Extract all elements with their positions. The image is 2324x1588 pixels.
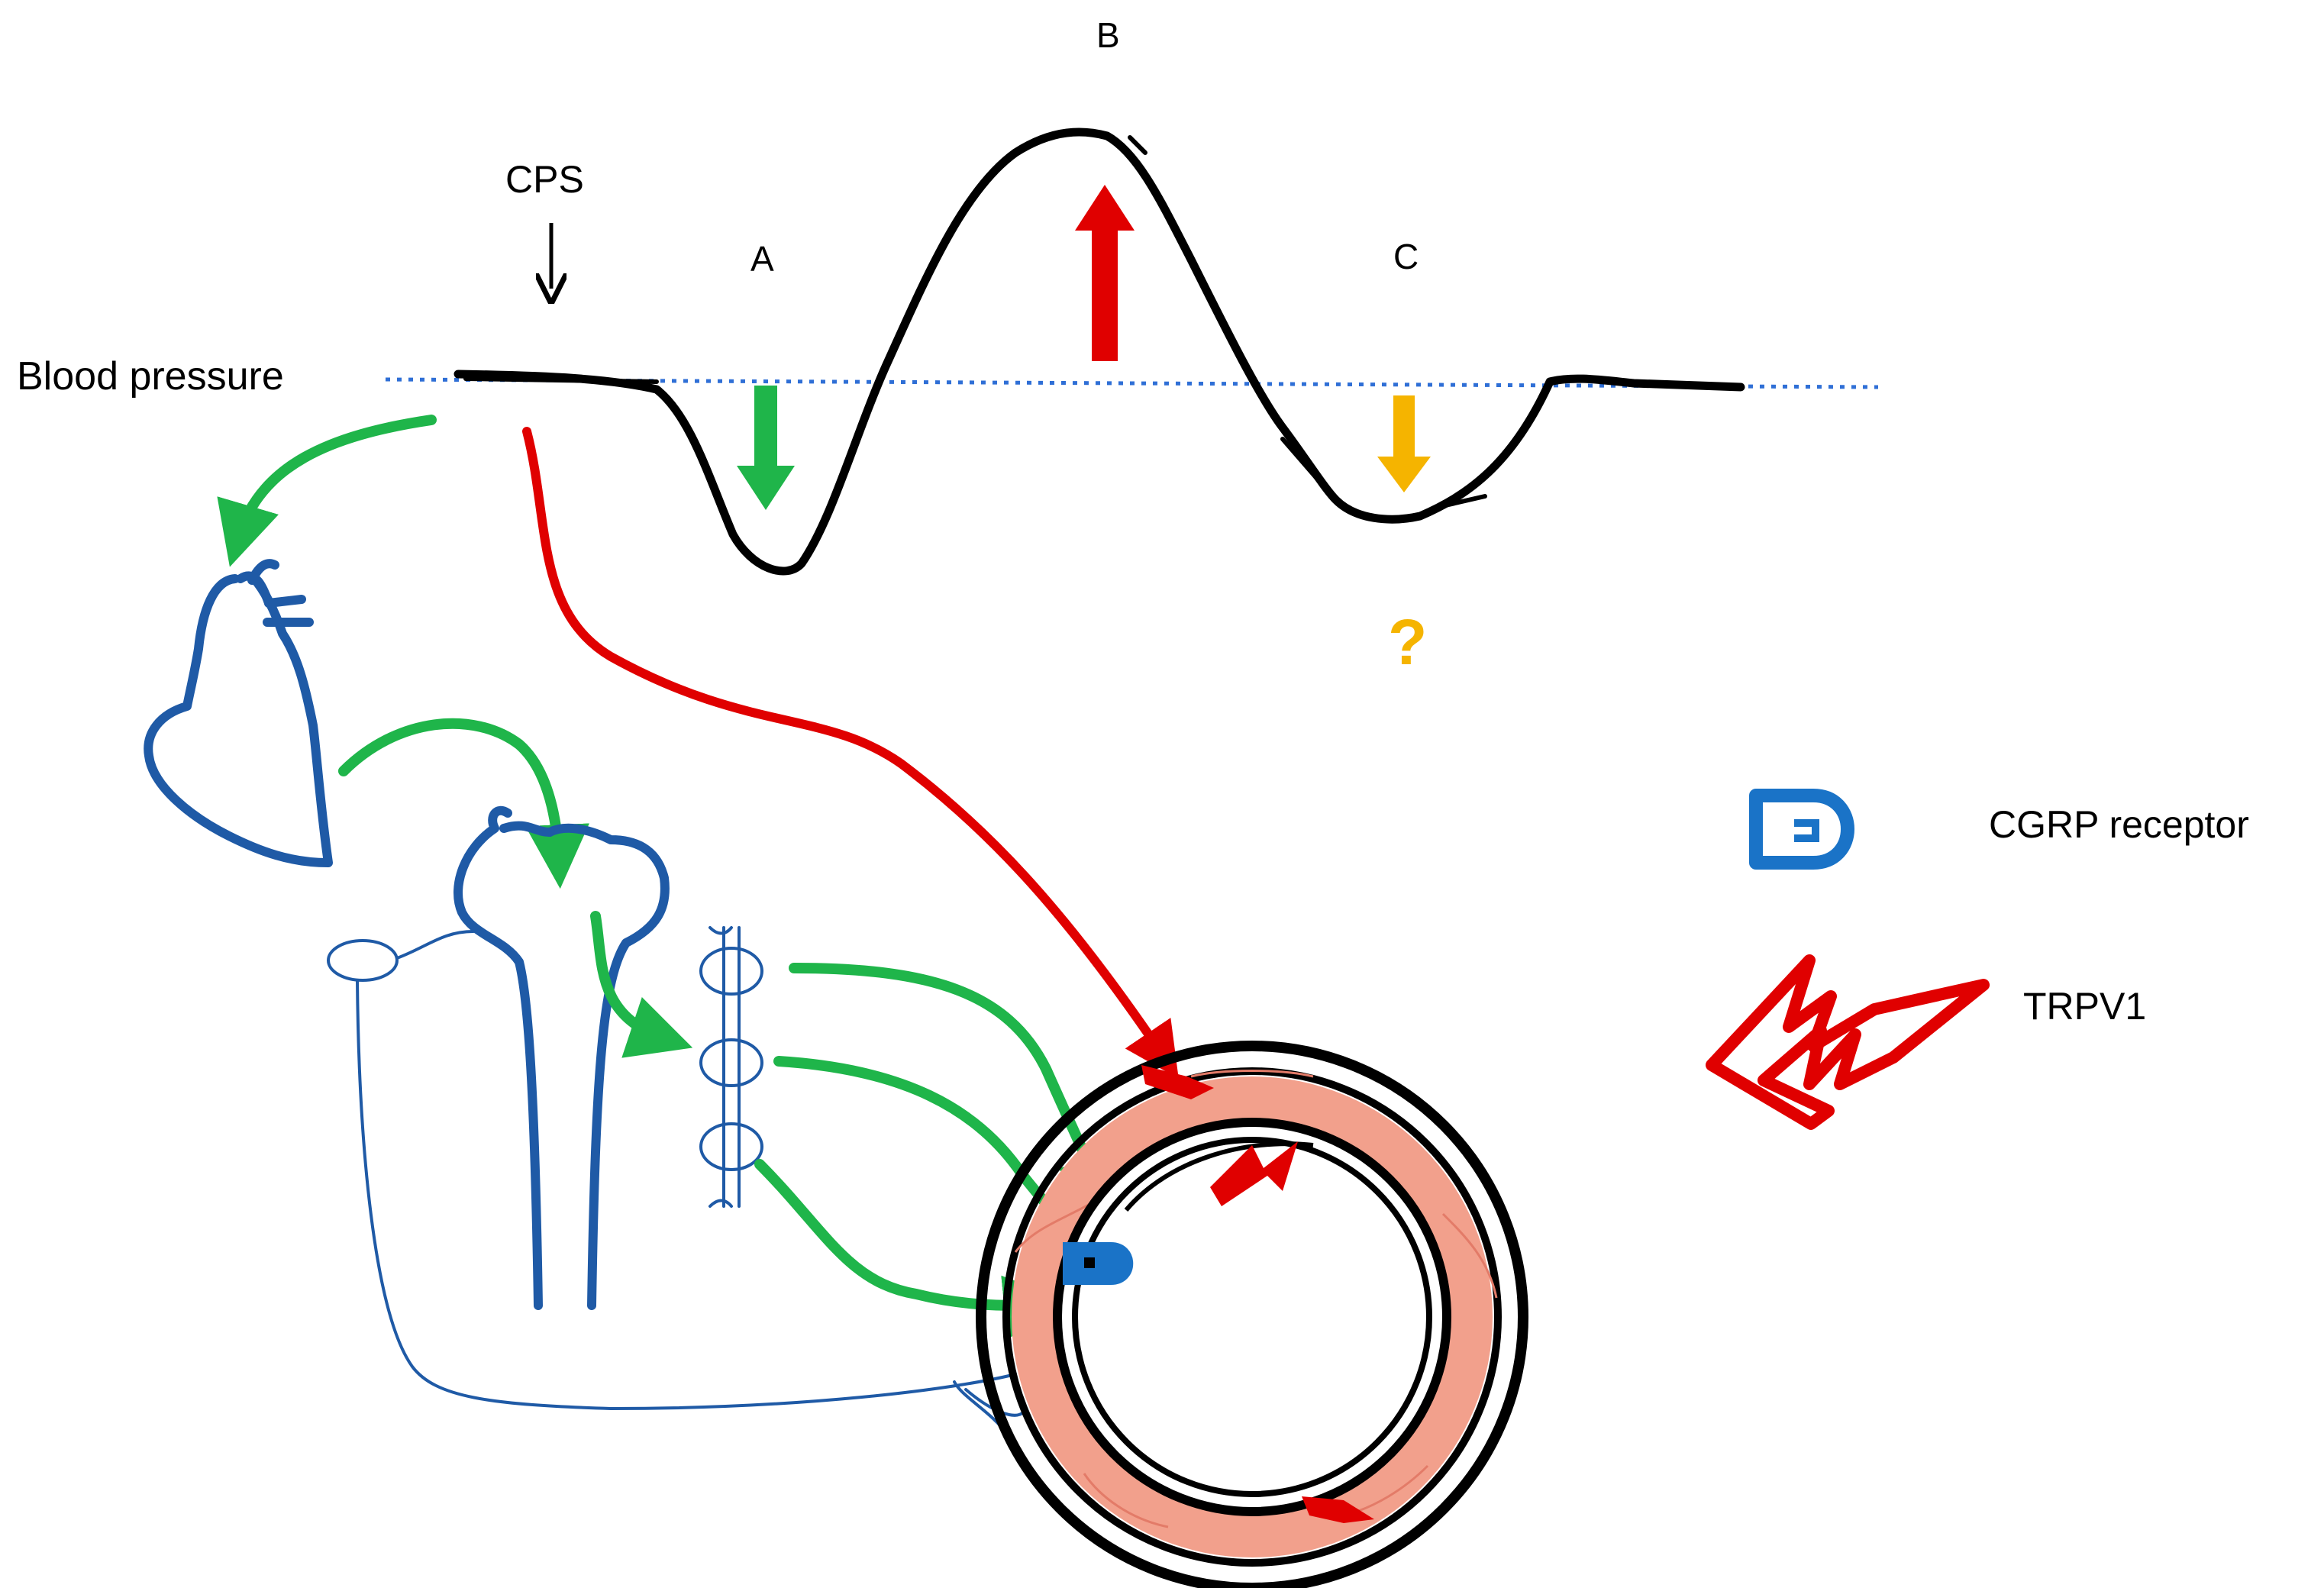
phase-c-yellow-arrow [1377, 395, 1431, 492]
blood-pressure-trace [385, 127, 1879, 576]
cgrp-receptor-legend-label: CGRP receptor [1989, 803, 2249, 846]
question-mark: ? [1388, 606, 1427, 678]
vessel-intima [1053, 1118, 1451, 1516]
green-pathway-ganglion1-to-vessel [789, 963, 1119, 1220]
trpv1-icon [1706, 954, 1990, 1130]
blood-pressure-label: Blood pressure [17, 354, 284, 399]
phase-a-green-arrow [737, 386, 795, 510]
cps-label: CPS [505, 158, 584, 201]
legend: CGRP receptor TRPV1 [1706, 789, 2249, 1130]
phase-b-label: B [1096, 15, 1120, 55]
blood-vessel-icon [976, 1041, 1528, 1588]
brainstem-icon [454, 805, 670, 1310]
phase-c-label: C [1393, 237, 1419, 276]
phase-a-label: A [750, 239, 774, 279]
cgrp-receptor-on-vessel [1063, 1242, 1134, 1285]
trpv1-legend-label: TRPV1 [2023, 985, 2146, 1028]
green-pathway-brainstem-to-ganglia [590, 911, 693, 1058]
efferent-nerve-icon [327, 930, 1025, 1437]
green-pathway-to-heart [217, 415, 437, 567]
pressure-curve [454, 127, 1745, 576]
green-pathway-heart-to-brainstem [338, 718, 589, 889]
baseline-dotted-line [385, 377, 1879, 389]
trpv1-on-vessel-top [1210, 1141, 1298, 1206]
trpv1-on-vessel-bottom [1302, 1496, 1374, 1523]
phase-b-red-arrow [1075, 185, 1135, 361]
heart-icon [144, 559, 333, 867]
vessel-adventitia [976, 1041, 1528, 1588]
cgrp-receptor-icon [1749, 789, 1854, 870]
trpv1-on-vessel-upper [1141, 1065, 1214, 1099]
sympathetic-ganglia-icon [699, 926, 763, 1208]
green-pathway-ganglion3-to-vessel [754, 1159, 1069, 1340]
red-pathway-to-vessel [522, 427, 1179, 1079]
pressure-curve-sketch-stroke [463, 135, 1487, 510]
